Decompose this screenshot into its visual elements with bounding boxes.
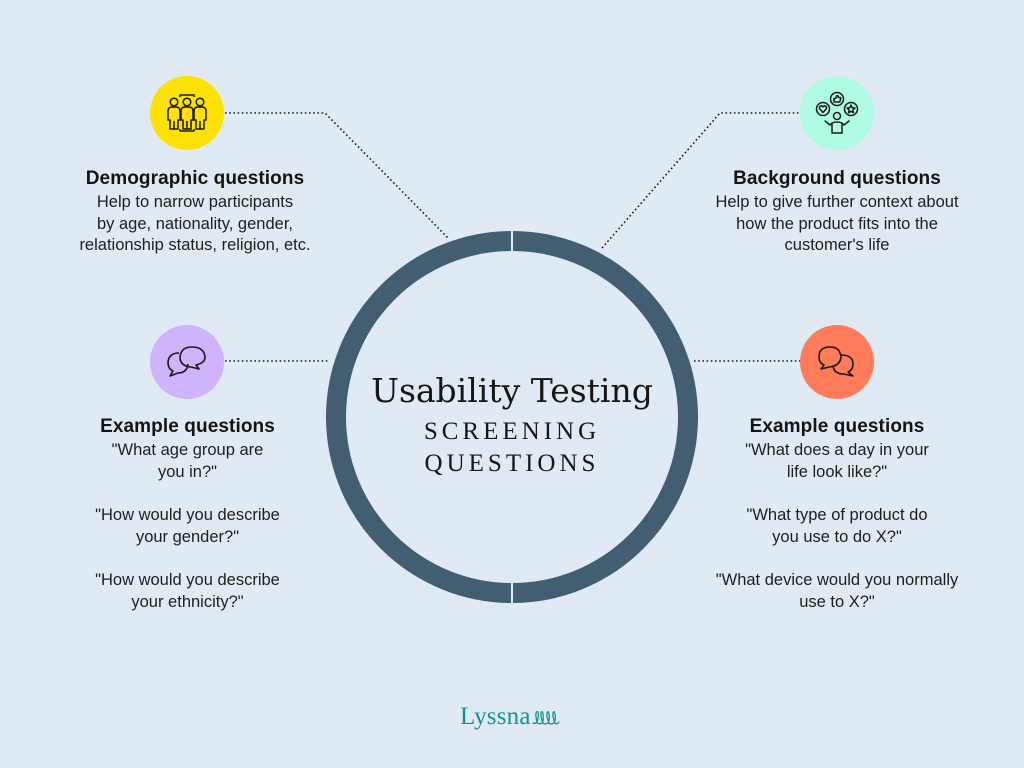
group-of-people-icon: [167, 94, 207, 132]
example-question: "What type of product do you use to do X…: [746, 506, 928, 546]
demographic-description: Help to narrow participants by age, nati…: [79, 193, 311, 254]
demographic-examples-block: Example questions "What age group are yo…: [50, 415, 325, 613]
background-icon-circle: [800, 76, 874, 150]
center-subtitle: SCREENING QUESTIONS: [423, 418, 601, 477]
star-icon: [843, 101, 859, 117]
speech-bubbles-icon: [167, 346, 206, 377]
example-question: "What device would you normally use to X…: [715, 571, 959, 611]
demographic-block: Demographic questions Help to narrow par…: [40, 167, 350, 257]
connector-background: [601, 112, 800, 249]
center-title: Usability Testing: [371, 371, 653, 410]
example-question: "How would you describe your gender?": [95, 506, 280, 546]
background-examples-icon-circle: [800, 325, 874, 399]
example-question: "How would you describe your ethnicity?": [95, 571, 280, 611]
demographic-icon-circle: [150, 76, 224, 150]
speech-bubbles-icon: [818, 346, 854, 377]
background-title: Background questions: [733, 168, 941, 189]
logo-wordmark: Lyssna: [460, 703, 531, 730]
thumbs-up-icon: [829, 91, 845, 107]
lyssna-logo: Lyssna: [460, 702, 560, 732]
example-question: "What age group are you in?": [111, 441, 264, 481]
person-juggling-likes-icon: [815, 91, 859, 134]
demographic-examples-title: Example questions: [100, 416, 275, 437]
background-block: Background questions Help to give furthe…: [672, 167, 1002, 257]
background-description: Help to give further context about how t…: [715, 193, 959, 254]
heart-icon: [815, 101, 831, 117]
background-examples-list: "What does a day in your life look like?…: [672, 440, 1002, 613]
logo-loops-icon: [532, 710, 560, 725]
background-examples-block: Example questions "What does a day in yo…: [672, 415, 1002, 613]
demographic-examples-icon-circle: [150, 325, 224, 399]
example-question: "What does a day in your life look like?…: [745, 441, 929, 481]
background-examples-title: Example questions: [749, 416, 925, 437]
demographic-examples-list: "What age group are you in?" "How would …: [50, 440, 325, 613]
demographic-title: Demographic questions: [85, 168, 305, 189]
